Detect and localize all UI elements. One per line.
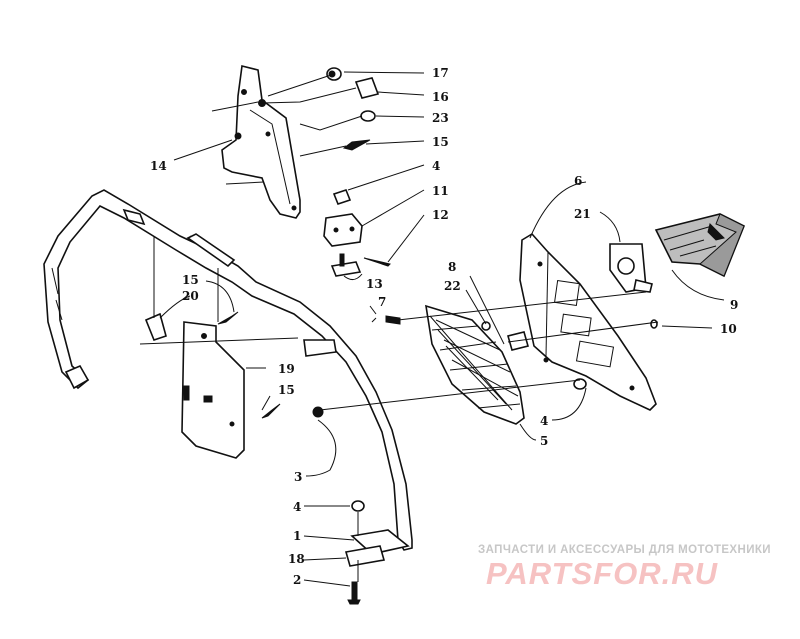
callout-15-mid: 15 <box>278 383 295 397</box>
handlebar-tube <box>43 189 413 551</box>
callout-1: 1 <box>293 529 301 543</box>
callout-4-right: 4 <box>540 414 548 428</box>
watermark-subtitle: ЗАПЧАСТИ И АКСЕССУАРЫ ДЛЯ МОТОТЕХНИКИ <box>478 544 771 556</box>
callout-labels: 17 16 23 15 4 11 12 13 14 6 21 8 22 9 10… <box>150 66 738 587</box>
mesh-grille-part <box>425 304 525 425</box>
callout-17: 17 <box>432 66 449 80</box>
callout-15-top: 15 <box>432 135 449 149</box>
callout-19: 19 <box>278 362 295 376</box>
clip-bracket-part <box>323 213 363 277</box>
callout-7: 7 <box>378 295 386 309</box>
callout-9: 9 <box>730 298 738 312</box>
foam-block-part <box>654 213 746 278</box>
callout-8: 8 <box>448 260 456 274</box>
callout-6: 6 <box>574 174 582 188</box>
callout-23: 23 <box>432 111 449 125</box>
callout-20: 20 <box>182 289 199 303</box>
callout-22: 22 <box>444 279 461 293</box>
callout-4-bottom: 4 <box>293 500 301 514</box>
callout-16: 16 <box>432 90 449 104</box>
callout-21: 21 <box>574 207 591 221</box>
callout-15-left: 15 <box>182 273 199 287</box>
callout-4-top: 4 <box>432 159 440 173</box>
upper-bracket-part <box>221 65 301 219</box>
side-panel-part <box>144 311 245 459</box>
callout-18: 18 <box>288 552 305 566</box>
leader-lines <box>139 71 725 587</box>
callout-5: 5 <box>540 434 548 448</box>
callout-2: 2 <box>293 573 301 587</box>
callout-11: 11 <box>432 184 449 198</box>
callout-14: 14 <box>150 159 167 173</box>
callout-13: 13 <box>366 277 383 291</box>
callout-12: 12 <box>432 208 449 222</box>
top-hardware <box>326 67 391 267</box>
callout-3: 3 <box>294 470 302 484</box>
callout-10: 10 <box>720 322 737 336</box>
lower-mount <box>344 500 410 605</box>
mount-bracket-part <box>609 243 653 293</box>
mid-hardware <box>261 315 658 419</box>
watermark-brand: PARTSFOR.RU <box>486 556 719 591</box>
